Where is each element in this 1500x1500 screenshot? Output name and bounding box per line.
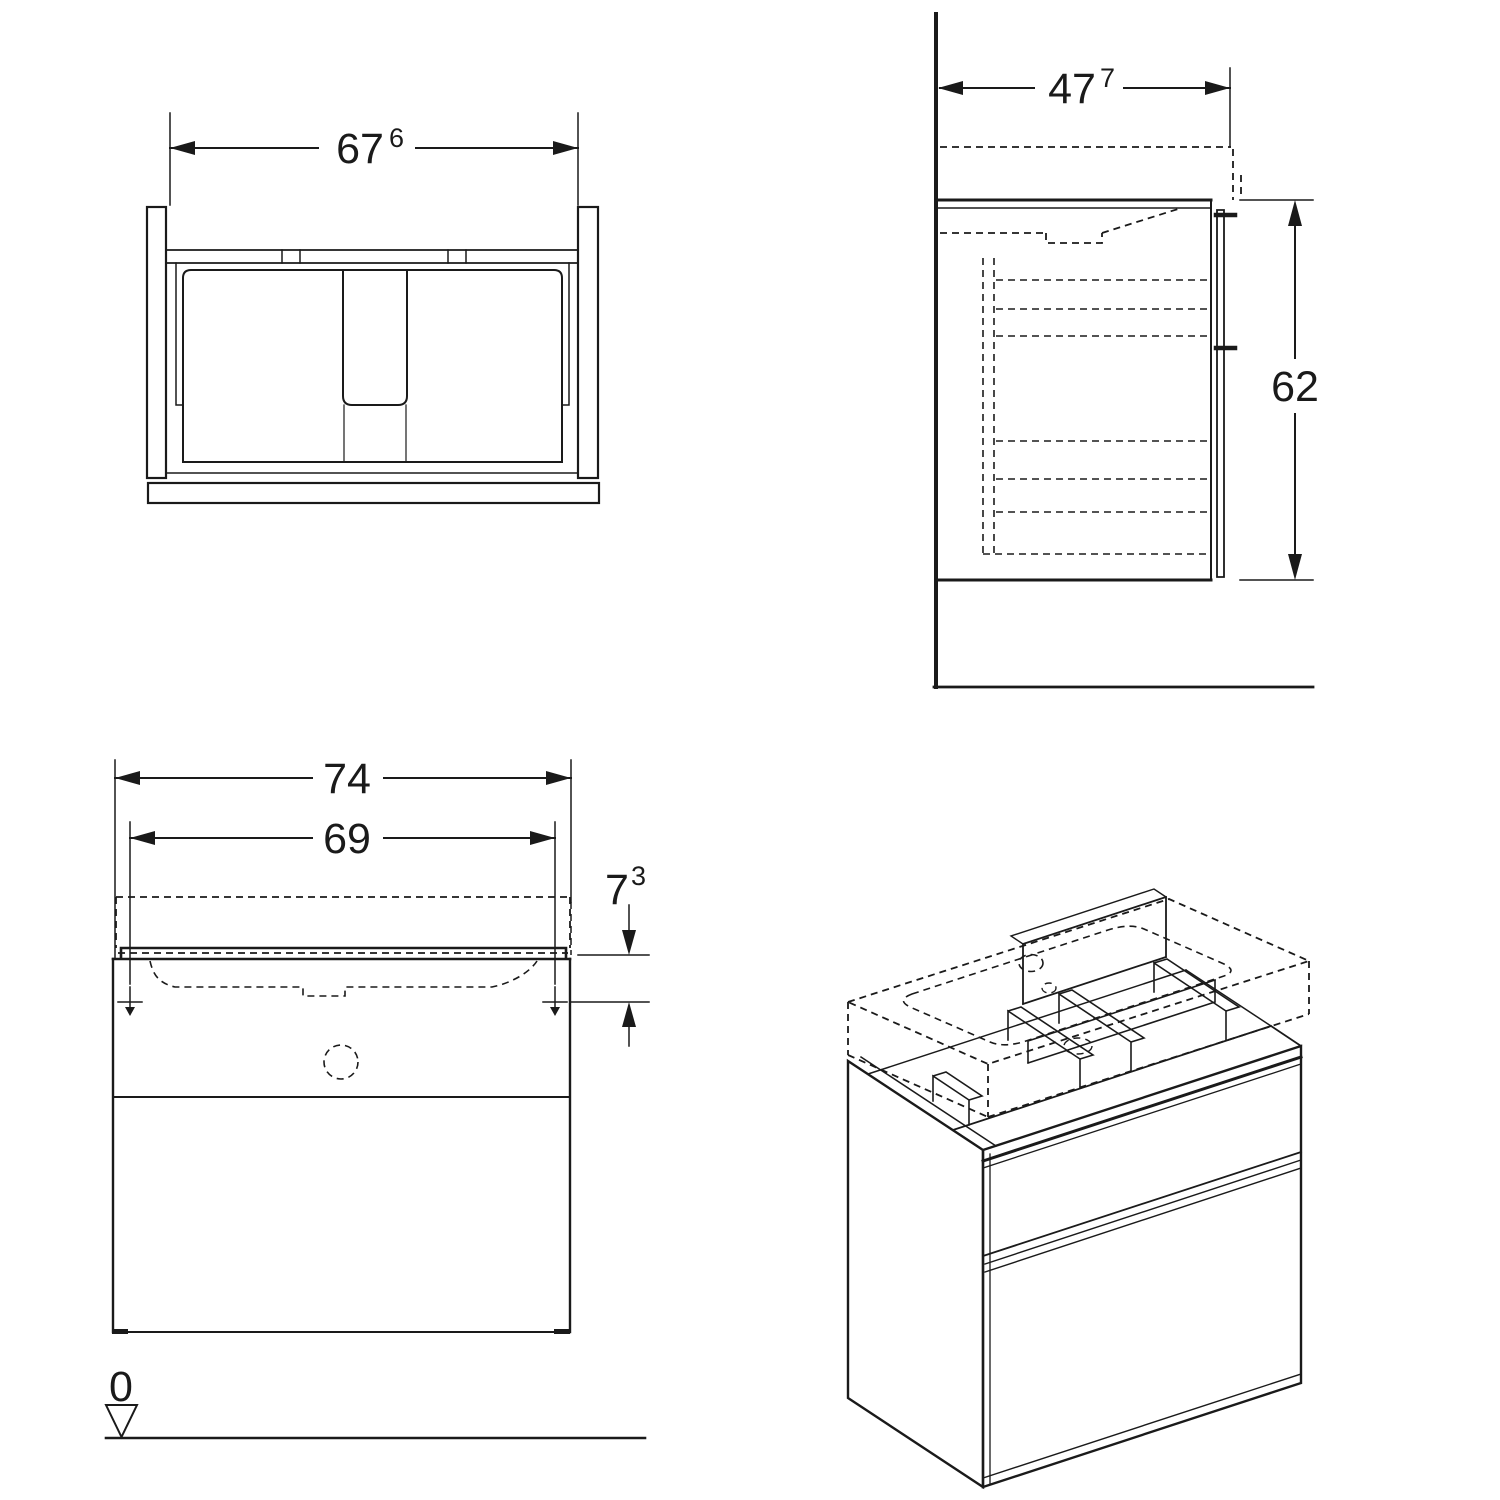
- front-cabinet-body: [111, 946, 572, 1334]
- arrow-left-icon: [130, 831, 155, 845]
- plan-left-side-panel: [145, 205, 168, 480]
- side-washbasin-hidden-outline: [940, 146, 1242, 244]
- front-fixing-width-value: 69: [323, 815, 371, 863]
- plan-siphon-recess: [342, 269, 408, 406]
- front-view: 74 69: [104, 755, 650, 1440]
- iso-faucet-hole: [1018, 953, 1044, 973]
- iso-drain-detail: [1063, 1037, 1093, 1055]
- side-cabinet-body: [936, 198, 1238, 582]
- datum-level: 0: [104, 1363, 647, 1440]
- side-height-dimension: 62: [1239, 199, 1319, 581]
- front-siphon-cutout: [323, 1044, 359, 1080]
- arrow-up-icon: [622, 1002, 636, 1027]
- basin-height-value: 7: [605, 866, 629, 914]
- plan-width-superscript: 6: [389, 123, 404, 153]
- front-fixing-width-dimension: 69: [129, 815, 556, 985]
- basin-height-dimension: 7 3: [569, 861, 650, 1047]
- side-view: 47 7 62: [932, 12, 1319, 689]
- datum-triangle-icon: [104, 1404, 139, 1440]
- iso-cabinet-body: [846, 968, 1303, 1490]
- plan-front-panel: [146, 481, 601, 505]
- front-overall-width-dimension: 74: [114, 755, 572, 959]
- arrow-right-icon: [553, 141, 578, 155]
- arrow-up-icon: [1288, 200, 1302, 226]
- fixing-point-left-icon: [117, 986, 143, 1016]
- front-right-foot: [554, 1329, 570, 1334]
- plan-width-value: 67: [336, 125, 384, 173]
- front-washbasin-hidden-outline: [115, 896, 571, 997]
- plan-view: 67 6: [145, 112, 601, 505]
- isometric-view: [845, 888, 1312, 1490]
- plan-right-side-panel: [576, 205, 600, 480]
- arrow-left-icon: [170, 141, 195, 155]
- basin-height-superscript: 3: [631, 861, 646, 891]
- plan-siphon-recess-lines: [343, 404, 407, 463]
- side-depth-value: 47: [1048, 65, 1096, 113]
- iso-drawer-fronts: [981, 1150, 1303, 1479]
- side-height-value: 62: [1271, 363, 1319, 411]
- front-left-foot: [112, 1329, 128, 1334]
- iso-back-mounting-rail: [1009, 888, 1168, 1006]
- plan-runner-profiles: [175, 262, 570, 406]
- arrow-down-icon: [622, 930, 636, 955]
- iso-frame-braces: [932, 958, 1241, 1126]
- side-drawers-hidden-lines: [982, 258, 1209, 555]
- iso-washbasin-hidden-outline: [845, 898, 1312, 1118]
- iso-overflow-hole: [1041, 982, 1057, 994]
- plan-width-dimension: 67 6: [169, 112, 579, 206]
- arrow-right-icon: [546, 771, 571, 785]
- fixing-point-right-icon: [542, 986, 568, 1016]
- front-overall-width-value: 74: [323, 755, 371, 803]
- arrow-left-icon: [115, 771, 140, 785]
- iso-basin-bowl: [902, 925, 1232, 1046]
- datum-level-value: 0: [109, 1363, 133, 1411]
- side-depth-dimension: 47 7: [938, 63, 1231, 148]
- arrow-left-icon: [938, 81, 963, 95]
- arrow-right-icon: [530, 831, 555, 845]
- arrow-right-icon: [1205, 81, 1230, 95]
- arrow-down-icon: [1288, 554, 1302, 580]
- plan-back-panel: [165, 249, 579, 264]
- side-depth-superscript: 7: [1100, 63, 1115, 93]
- plan-drawer-box: [182, 269, 563, 463]
